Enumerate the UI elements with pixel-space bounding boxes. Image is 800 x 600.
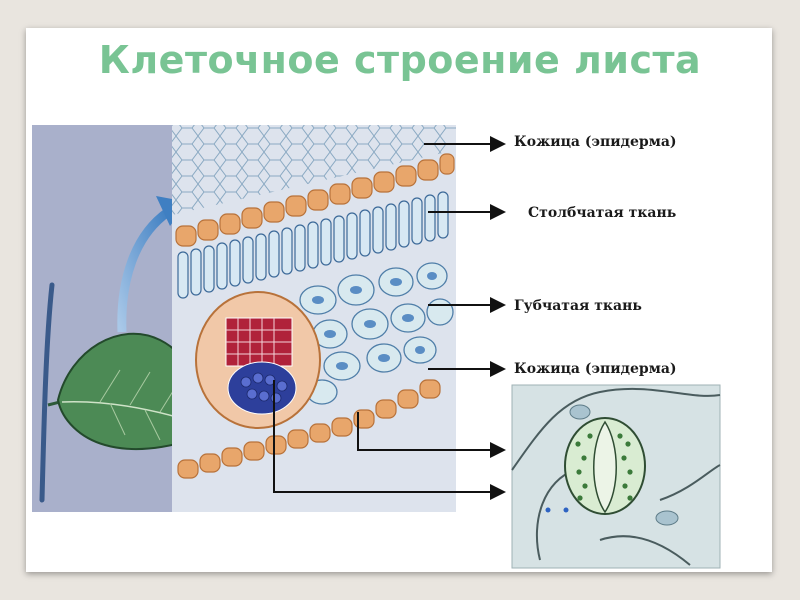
stoma-inset [511, 384, 721, 569]
spongy-cells [299, 262, 454, 405]
leaf-cross-section [172, 125, 456, 512]
label-spongy-tissue: Губчатая ткань [514, 298, 642, 314]
pointer-stoma [357, 412, 506, 458]
label-palisade-tissue: Столбчатая ткань [528, 205, 677, 221]
upper-epidermis-cells [175, 153, 455, 247]
chloroplasts [575, 433, 633, 501]
stoma-pore [593, 420, 617, 514]
twig-stem [39, 282, 55, 503]
label-epidermis-bottom: Кожица (эпидерма) [514, 361, 677, 377]
leaf-veins [99, 369, 191, 441]
palisade-cells [177, 191, 449, 299]
pointer-vascular [273, 380, 506, 500]
label-pointers [273, 136, 506, 500]
spongy-nuclei [312, 272, 437, 370]
slide-title: Клеточное строение листа [98, 38, 702, 82]
zoom-arrow-shaft [117, 208, 171, 333]
label-epidermis-top: Кожица (эпидерма) [514, 134, 677, 150]
epidermis-surface-view [172, 125, 456, 215]
vascular-bundle [195, 291, 321, 429]
